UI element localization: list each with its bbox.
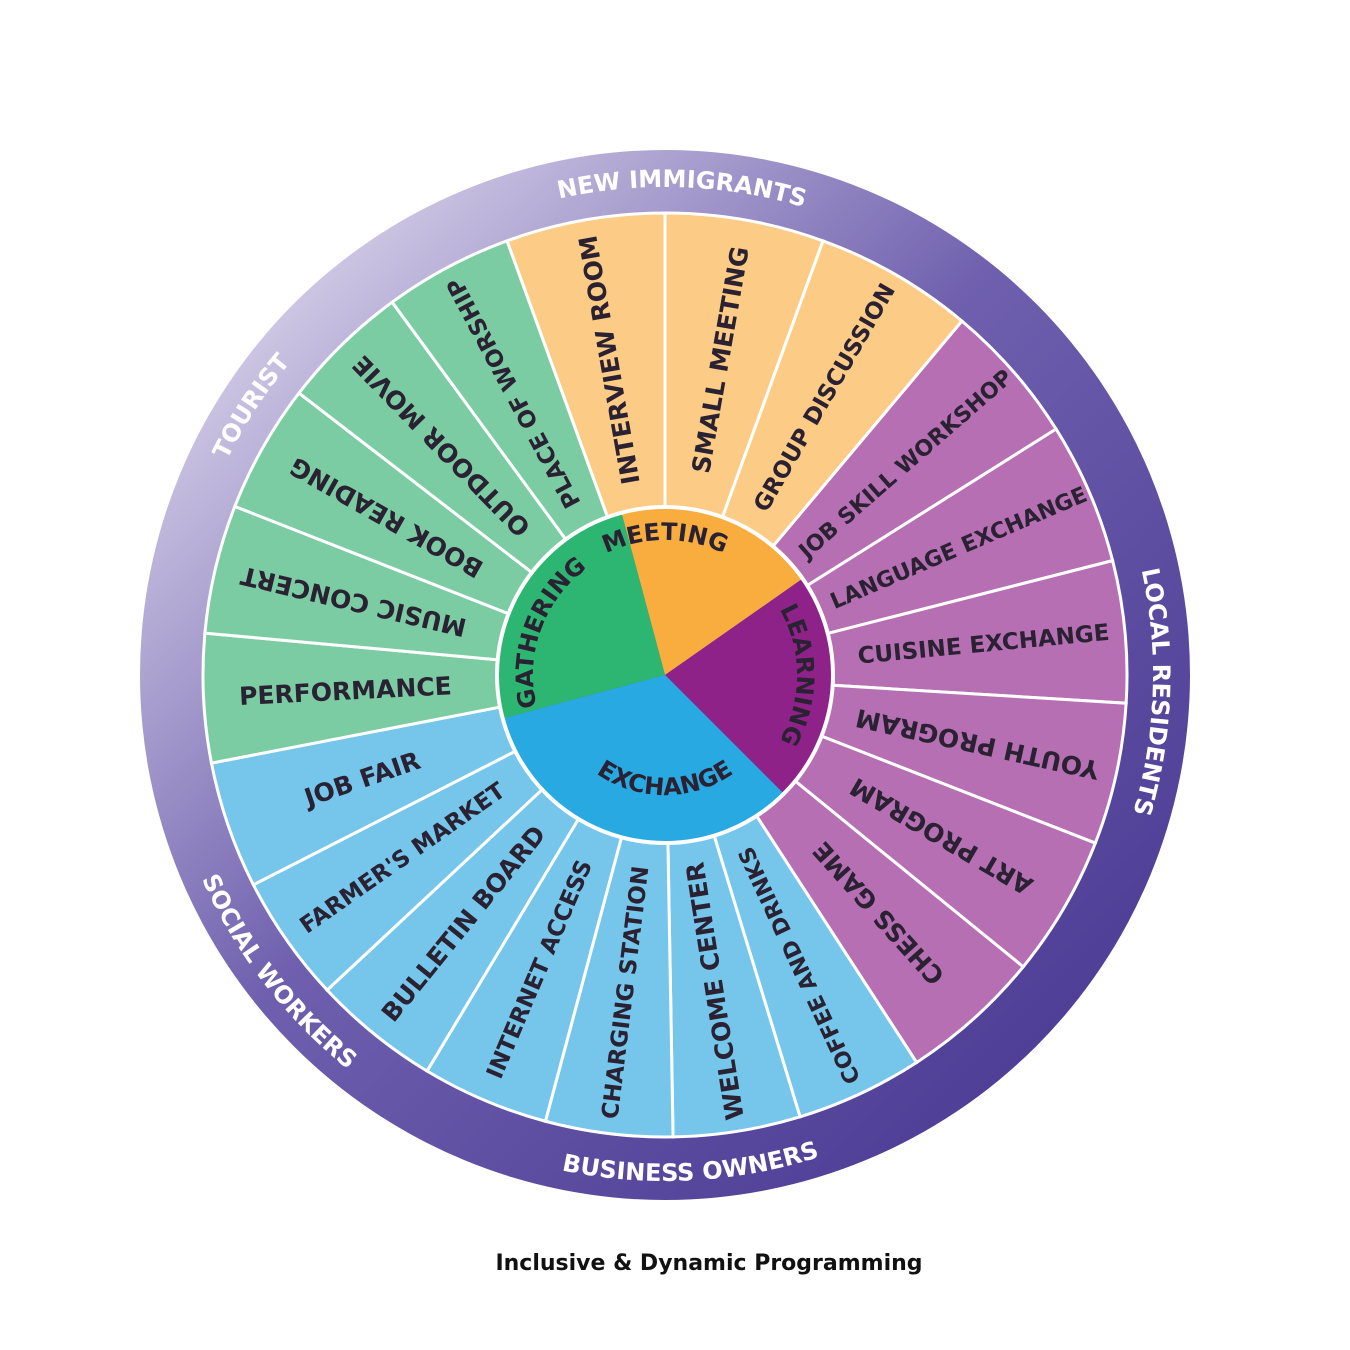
hub-exchange [502, 675, 784, 843]
diagram-caption: Inclusive & Dynamic Programming [495, 1251, 923, 1276]
hub-learning [665, 578, 834, 794]
hub-outline [495, 505, 835, 845]
hub-meeting [621, 507, 803, 675]
